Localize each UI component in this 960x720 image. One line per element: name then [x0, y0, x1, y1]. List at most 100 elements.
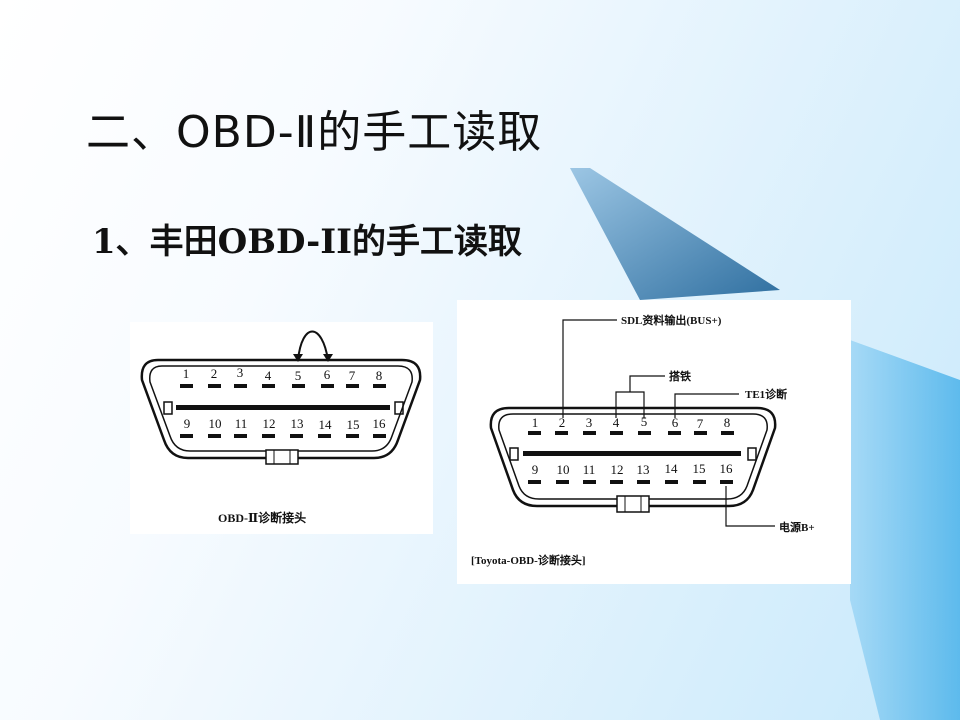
pin-contact — [610, 480, 623, 484]
pin-number: 7 — [697, 416, 704, 431]
pin-contact — [318, 434, 331, 438]
pin-contact — [180, 384, 193, 388]
pin-contact — [583, 480, 596, 484]
side-slot-right — [394, 401, 404, 415]
center-bar — [176, 405, 390, 410]
side-slot-left — [163, 401, 173, 415]
pin-number: 2 — [211, 366, 218, 381]
pin-number: 12 — [611, 462, 624, 477]
light-blue-wedge — [850, 340, 960, 720]
leader-line-te1 — [674, 393, 739, 418]
pin-row-bottom: 9 10 11 12 13 14 15 16 — [180, 416, 386, 438]
toyota-connector-figure: SDL资料输出(BUS+) 搭铁 TE1诊断 1 2 3 4 5 6 7 8 — [457, 300, 851, 584]
pin-number: 12 — [263, 416, 276, 431]
pin-number: 10 — [209, 416, 222, 431]
pin-number: 11 — [583, 462, 596, 477]
pin-contact — [290, 434, 303, 438]
pin-contact — [234, 384, 247, 388]
pin-number: 1 — [532, 415, 539, 430]
pin-number: 9 — [532, 462, 539, 477]
pin-contact — [720, 480, 733, 484]
pin-contact — [208, 434, 221, 438]
pin-number: 7 — [349, 368, 356, 383]
pin-number: 13 — [291, 416, 304, 431]
pin-contact — [668, 431, 681, 435]
pin-contact — [208, 384, 221, 388]
arrowhead-left — [293, 354, 303, 362]
pin-contact — [721, 431, 734, 435]
toyota-connector-diagram: SDL资料输出(BUS+) 搭铁 TE1诊断 1 2 3 4 5 6 7 8 — [471, 313, 815, 567]
pin-number: 14 — [319, 417, 333, 432]
pin-number: 5 — [641, 414, 648, 429]
pin-contact — [346, 384, 359, 388]
pin-contact — [638, 431, 651, 435]
connector-outline-outer — [489, 406, 777, 508]
pin-number: 15 — [693, 461, 706, 476]
pin-contact — [693, 480, 706, 484]
pin-number: 4 — [265, 368, 272, 383]
pin-contact — [610, 431, 623, 435]
obd2-connector-diagram: 1 2 3 4 5 6 7 8 9 10 11 12 — [140, 330, 422, 525]
pin-contact — [528, 431, 541, 435]
pin-contact — [637, 480, 650, 484]
pin-contact — [262, 384, 275, 388]
pin-number: 8 — [724, 415, 731, 430]
pin-number: 1 — [183, 366, 190, 381]
pin-number: 15 — [347, 417, 360, 432]
pin-number: 4 — [613, 415, 620, 430]
latch-tab — [265, 449, 299, 465]
pin-number: 11 — [235, 416, 248, 431]
pin-number: 14 — [665, 461, 679, 476]
leader-line-sdl — [562, 319, 617, 418]
pin-contact — [556, 480, 569, 484]
pin-number: 6 — [324, 367, 331, 382]
figure-caption: OBD-Ⅱ诊断接头 — [218, 510, 306, 525]
leader-line-power — [725, 486, 775, 527]
pin-number: 6 — [672, 415, 679, 430]
pin-contact — [321, 384, 334, 388]
pin-contact — [262, 434, 275, 438]
pin-number: 9 — [184, 416, 191, 431]
pin-contact — [346, 434, 359, 438]
pin-number: 2 — [559, 415, 566, 430]
pin-number: 10 — [557, 462, 570, 477]
pin-number: 16 — [373, 416, 387, 431]
pin-number: 3 — [237, 365, 244, 380]
pin-contact — [665, 480, 678, 484]
pin-contact — [694, 431, 707, 435]
pin-number: 13 — [637, 462, 650, 477]
pin-row-top: 1 2 3 4 5 6 7 8 — [180, 365, 386, 388]
label-te1: TE1诊断 — [745, 387, 787, 401]
pin-contact — [292, 384, 305, 388]
pin-contact — [555, 431, 568, 435]
side-slot-right — [747, 447, 757, 461]
section-heading: 1、丰田OBD-II的手工读取 — [92, 222, 523, 262]
dark-blue-stripe — [570, 168, 780, 300]
pin-row-top: 1 2 3 4 5 6 7 8 — [528, 414, 734, 435]
label-ground: 搭铁 — [669, 369, 691, 383]
pin-contact — [373, 384, 386, 388]
pin-number: 8 — [376, 368, 383, 383]
pin-contact — [528, 480, 541, 484]
pin-number: 3 — [586, 415, 593, 430]
connector-outline-outer — [140, 358, 422, 460]
pin-contact — [583, 431, 596, 435]
connector-outline-inner — [149, 365, 413, 452]
pin-number: 5 — [295, 368, 302, 383]
latch-tab — [616, 495, 650, 513]
pin-contact — [373, 434, 386, 438]
side-slot-left — [509, 447, 519, 461]
figure-caption: [Toyota-OBD-诊断接头] — [471, 553, 585, 567]
jumper-arrow — [297, 330, 329, 361]
label-sdl: SDL资料输出(BUS+) — [621, 313, 722, 327]
center-bar — [523, 451, 741, 456]
arrowhead-right — [323, 354, 333, 362]
leader-line-ground — [615, 375, 665, 418]
pin-row-bottom: 9 10 11 12 13 14 15 16 — [528, 461, 733, 484]
pin-contact — [180, 434, 193, 438]
pin-number: 16 — [720, 461, 734, 476]
page-title: 二、OBD-Ⅱ的手工读取 — [86, 107, 543, 158]
pin-contact — [234, 434, 247, 438]
